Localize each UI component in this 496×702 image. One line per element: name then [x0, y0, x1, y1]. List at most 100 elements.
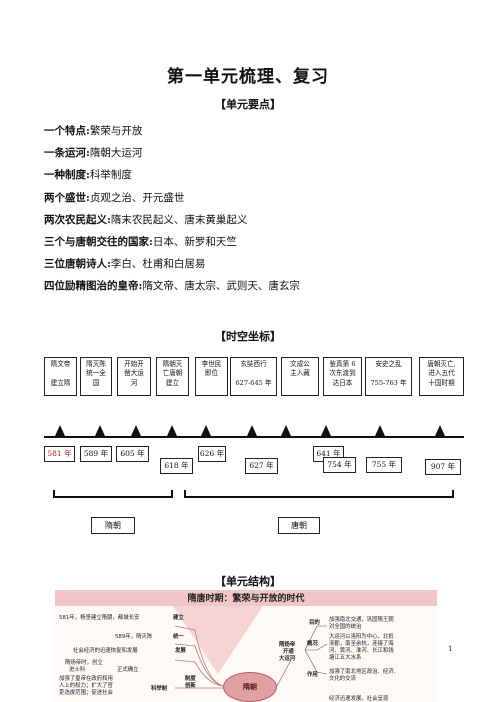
structure-left-text: 人上的权力；扩大了官 [59, 683, 113, 689]
structure-left-text: 隋炀帝时，创立 [65, 660, 103, 666]
structure-left-text: 统一 [173, 634, 184, 640]
year-label: 589 年 [80, 446, 112, 462]
structure-right-text: 开通 [283, 649, 294, 655]
key-point: 一个特点:繁荣与开放 [44, 120, 464, 142]
tang-dynasty-bracket [184, 490, 454, 498]
key-point-label: 一个特点: [44, 125, 90, 137]
timeline-marker [94, 425, 105, 436]
key-point: 三个与唐朝交往的国家:日本、新罗和天竺 [44, 231, 464, 253]
page-number: 1 [448, 645, 453, 653]
sui-dynasty-bracket [53, 490, 173, 498]
event-text: 鉴真第 6 [329, 360, 356, 368]
structure-right-text: 经济迅速发展，社会呈现 [329, 696, 389, 702]
event-text: 开始开 [124, 360, 144, 368]
structure-header-text: 隋唐时期：繁荣与开放的时代 [187, 594, 305, 604]
section-heading-structure: 【单元结构】 [215, 575, 281, 588]
timeline-marker [374, 425, 385, 436]
event-box: 开始开凿大运河 [117, 357, 151, 396]
key-point-label: 三位唐朝诗人: [44, 258, 111, 271]
event-text: 唐朝灭亡, [427, 360, 456, 368]
year-label: 618 年 [160, 458, 193, 474]
era-label: 唐朝 [278, 517, 320, 534]
structure-left-text: 吏选拔范围；促进社会 [59, 690, 113, 696]
event-box: 安史之乱 755-763 年 [365, 357, 412, 396]
section-heading-timeline: 【时空坐标】 [215, 330, 281, 343]
timeline-marker [434, 425, 445, 436]
year-label: 755 年 [366, 457, 402, 473]
structure-left-text: 制度 [185, 676, 196, 682]
key-point-label: 两个盛世: [44, 191, 90, 204]
key-points-list: 一个特点:繁荣与开放一条运河:隋朝大运河一种制度:科举制度两个盛世:贞观之治、开… [44, 120, 464, 298]
event-text: 主入藏 [290, 369, 310, 378]
event-text: 达日本 [332, 378, 353, 387]
structure-right-text: 隋炀帝 [279, 642, 296, 648]
year-label: 581 年 [44, 446, 75, 462]
event-text [234, 369, 273, 378]
event-text: 次东渡到 [329, 369, 356, 378]
key-point-label: 两次农民起义: [44, 213, 111, 226]
event-text: 建立 [165, 378, 180, 387]
structure-left-text: 进士科 [69, 667, 86, 673]
structure-right-text: 涿郡，南至余杭，连接了海 [329, 641, 394, 647]
structure-right-text: 概况 [307, 641, 318, 647]
structure-right-text: 文化的交流 [329, 676, 356, 682]
section-heading-points: 【单元要点】 [215, 98, 281, 111]
year-label: 627 年 [245, 458, 278, 474]
key-point-value: 隋文帝、唐太宗、武则天、唐玄宗 [142, 280, 300, 293]
key-point-label: 一条运河: [44, 147, 90, 160]
key-point: 一条运河:隋朝大运河 [44, 142, 464, 164]
key-point-value: 日本、新罗和天竺 [152, 235, 237, 248]
timeline-marker [130, 425, 141, 436]
event-text: 隋文帝 [50, 360, 71, 368]
timeline-marker [200, 425, 211, 436]
key-point-value: 李白、杜甫和白居易 [110, 258, 206, 271]
structure-right-text: 大运河 [279, 656, 296, 662]
key-point: 两个盛世:贞观之治、开元盛世 [44, 187, 464, 209]
timeline-marker [246, 425, 257, 436]
event-text: 755-763 年 [370, 378, 407, 387]
funnel-shape [173, 606, 263, 674]
structure-hub: 隋朝 [223, 672, 277, 702]
timeline-marker [54, 425, 65, 436]
event-text [48, 369, 73, 378]
year-label: 626 年 [198, 446, 226, 462]
key-point-label: 三个与唐朝交往的国家: [44, 235, 153, 248]
structure-left-text: 正式确立 [117, 667, 139, 673]
event-text: 安史之乱 [375, 360, 402, 368]
key-point: 两次农民起义:隋末农民起义、唐末黄巢起义 [44, 209, 464, 231]
event-box: 隋灭陈统一全国 [80, 357, 112, 396]
event-box: 玄奘西行 627-645 年 [230, 357, 277, 396]
structure-left-text: 科举制 [151, 686, 168, 692]
structure-left-text: 加强了皇帝在政府和用 [59, 676, 113, 682]
event-text: 进入五代 [428, 369, 455, 378]
key-point: 四位励精图治的皇帝:隋文帝、唐太宗、武则天、唐玄宗 [44, 275, 464, 297]
event-text: 李世民 [201, 360, 222, 368]
timeline-marker [320, 425, 331, 436]
year-label: 605 年 [116, 446, 149, 462]
structure-right-text: 加强了南北地区政治、经济、 [329, 669, 400, 675]
event-box: 唐朝灭亡,进入五代十国时期 [419, 357, 464, 396]
structure-hub-label: 隋朝 [243, 682, 257, 691]
event-text: 隋朝灭 [162, 360, 183, 368]
timeline-marker [166, 425, 177, 436]
event-box: 文成公主入藏 [281, 357, 319, 396]
event-text: 隋灭陈 [86, 360, 106, 368]
structure-right-text: 目的 [309, 620, 320, 626]
key-point-label: 四位励精图治的皇帝: [44, 280, 143, 293]
event-text [369, 369, 408, 378]
event-text: 即位 [204, 369, 219, 378]
structure-right-text: 塘江五大水系 [329, 655, 362, 661]
structure-connectors [174, 625, 328, 689]
event-text: 亡唐朝 [162, 369, 183, 378]
structure-left-text: 发展 [175, 648, 186, 654]
event-text: 十国时期 [428, 378, 455, 387]
structure-right-text: 河、黄河、淮河、长江和钱 [329, 648, 394, 654]
key-point: 一种制度:科举制度 [44, 164, 464, 186]
structure-left-text: 社会经济的迅速恢复和发展 [73, 648, 138, 654]
event-text: 凿大运 [124, 369, 144, 378]
year-label: 907 年 [425, 459, 461, 475]
structure-left-text: 589年，隋灭陈 [115, 634, 153, 640]
page-title: 第一单元梳理、复习 [167, 67, 329, 87]
key-point-label: 一种制度: [44, 169, 90, 182]
